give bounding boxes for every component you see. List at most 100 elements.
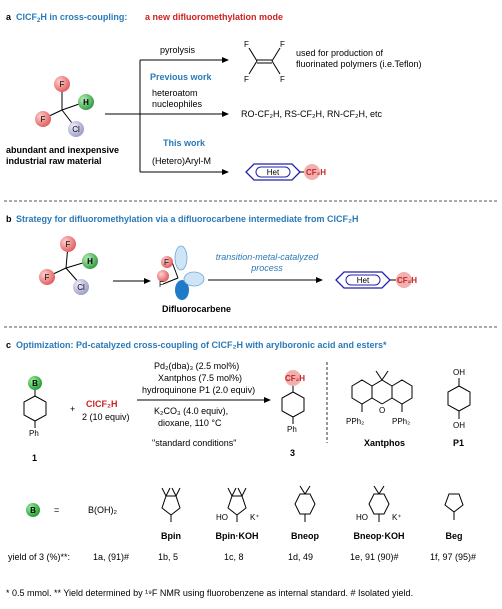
- row1-note-line2: fluorinated polymers (i.e.Teflon): [296, 59, 422, 69]
- svg-text:F: F: [164, 258, 169, 267]
- yield-1a: 1a, (91)#: [93, 552, 129, 562]
- condition-1: Pd₂(dba)₃ (2.5 mol%): [154, 361, 239, 371]
- condition-5: dioxane, 110 °C: [158, 418, 222, 428]
- svg-text:Cl: Cl: [72, 125, 80, 134]
- plus-sign: +: [70, 404, 75, 414]
- ester-name-2: Bneop: [291, 531, 320, 541]
- section-a: a ClCF2H in cross-coupling: a new difluo…: [6, 12, 422, 181]
- condition-4: K₂CO₃ (4.0 equiv),: [154, 406, 228, 416]
- het-aryl-cf2h-b: Het CF₂H: [335, 271, 417, 289]
- row1-note-line1: used for production of: [296, 48, 384, 58]
- hydroquinone-p1: OH OH: [447, 368, 471, 430]
- svg-text:Ph: Ph: [287, 425, 297, 434]
- ester-name-4: Beg: [445, 531, 462, 541]
- tm-process-line1: transition-metal-catalyzed: [216, 252, 320, 262]
- section-a-letter: a: [6, 12, 12, 22]
- p1-label: P1: [453, 438, 464, 448]
- clcf2h-molecule-b: F F H Cl: [39, 236, 98, 295]
- svg-text:F: F: [66, 240, 71, 249]
- svg-text:CF₂H: CF₂H: [285, 374, 305, 383]
- xantphos-label: Xantphos: [364, 438, 405, 448]
- svg-text:B: B: [32, 379, 38, 388]
- compound-1-label: 1: [32, 453, 37, 463]
- svg-text:CF₂H: CF₂H: [397, 276, 417, 285]
- yield-1f: 1f, 97 (95)#: [430, 552, 476, 562]
- footnote: * 0.5 mmol. ** Yield determined by ¹⁹F N…: [6, 588, 413, 598]
- svg-text:F: F: [244, 40, 249, 49]
- svg-text:H: H: [87, 257, 93, 266]
- svg-text:F: F: [244, 75, 249, 84]
- row2-label-line1: heteroatom: [152, 88, 198, 98]
- svg-text:F: F: [60, 80, 65, 89]
- ester-name-1: Bpin·KOH: [216, 531, 259, 541]
- condition-2: Xantphos (7.5 mol%): [158, 373, 242, 383]
- svg-text:HO: HO: [356, 513, 368, 522]
- carbene-label: Difluorocarbene: [162, 304, 231, 314]
- pph2-left: PPh₂: [346, 417, 364, 426]
- yield-1d: 1d, 49: [288, 552, 313, 562]
- reagent-caption-line1: abundant and inexpensive: [6, 145, 119, 155]
- bneop-structure: [294, 485, 316, 522]
- compound-1: B Ph: [23, 376, 47, 438]
- svg-text:HO: HO: [216, 513, 228, 522]
- svg-text:F: F: [280, 40, 285, 49]
- section-c-letter: c: [6, 340, 11, 350]
- svg-text:B: B: [30, 506, 36, 515]
- row2-products: RO-CF₂H, RS-CF₂H, RN-CF₂H, etc: [241, 109, 382, 119]
- product-3-label: 3: [290, 448, 295, 458]
- pph2-right: PPh₂: [392, 417, 410, 426]
- bpin-koh-structure: HO K⁺: [216, 487, 260, 522]
- svg-text:Het: Het: [267, 168, 280, 177]
- svg-text:H: H: [83, 98, 89, 107]
- boronic-acid: B(OH)₂: [88, 505, 117, 515]
- clcf2h-molecule: F F H Cl: [35, 76, 94, 137]
- tm-process-line2: process: [250, 263, 283, 273]
- ester-name-0: Bpin: [161, 531, 181, 541]
- boron-marker: [26, 503, 40, 517]
- reagent-amount: 2 (10 equiv): [82, 412, 130, 422]
- section-a-title-blue: ClCF2H in cross-coupling:: [16, 12, 127, 24]
- bneop-koh-structure: HO K⁺: [356, 485, 402, 522]
- yield-1e: 1e, 91 (90)#: [350, 552, 399, 562]
- section-b-letter: b: [6, 214, 12, 224]
- hydrogen-atom: [78, 94, 94, 110]
- beg-structure: [444, 493, 464, 520]
- yield-1c: 1c, 8: [224, 552, 244, 562]
- ester-name-3: Bneop·KOH: [354, 531, 405, 541]
- bpin-structure: [161, 487, 181, 522]
- yield-prefix: yield of 3 (%)**:: [8, 552, 70, 562]
- fluorine-atom-left: [35, 111, 51, 127]
- reagent-clcf2h: ClCF₂H: [86, 399, 118, 409]
- section-c: c Optimization: Pd-catalyzed cross-coupl…: [6, 340, 476, 598]
- svg-text:CF₂H: CF₂H: [306, 168, 326, 177]
- svg-text:Cl: Cl: [77, 283, 85, 292]
- svg-text:K⁺: K⁺: [392, 513, 402, 522]
- svg-text:O: O: [379, 406, 385, 415]
- svg-text:F: F: [280, 75, 285, 84]
- svg-text:K⁺: K⁺: [250, 513, 260, 522]
- section-b: b Strategy for difluoromethylation via a…: [6, 214, 417, 314]
- svg-text:Het: Het: [357, 276, 370, 285]
- equals-sign: =: [54, 505, 59, 515]
- difluorocarbene-structure: F F: [157, 245, 205, 300]
- svg-text:OH: OH: [453, 368, 465, 377]
- yield-1b: 1b, 5: [158, 552, 178, 562]
- reagent-caption-line2: industrial raw material: [6, 156, 102, 166]
- row2-label-line2: nucleophiles: [152, 99, 203, 109]
- section-b-title: Strategy for difluoromethylation via a d…: [16, 214, 359, 224]
- this-work-label: This work: [163, 138, 206, 148]
- tetrafluoroethylene: F F F F: [244, 40, 285, 84]
- row1-label: pyrolysis: [160, 45, 196, 55]
- svg-text:F: F: [41, 115, 46, 124]
- section-c-title: Optimization: Pd-catalyzed cross-couplin…: [16, 340, 387, 350]
- xantphos-structure: O: [351, 370, 413, 415]
- previous-work-label: Previous work: [150, 72, 213, 82]
- svg-text:F: F: [45, 273, 50, 282]
- product-3: CF₂H Ph: [281, 370, 305, 434]
- fluorine-atom-top: [54, 76, 70, 92]
- chlorine-atom: [68, 121, 84, 137]
- row3-label: (Hetero)Aryl-M: [152, 156, 211, 166]
- condition-6: "standard conditions": [152, 438, 236, 448]
- het-aryl-cf2h: Het CF₂H: [245, 163, 326, 181]
